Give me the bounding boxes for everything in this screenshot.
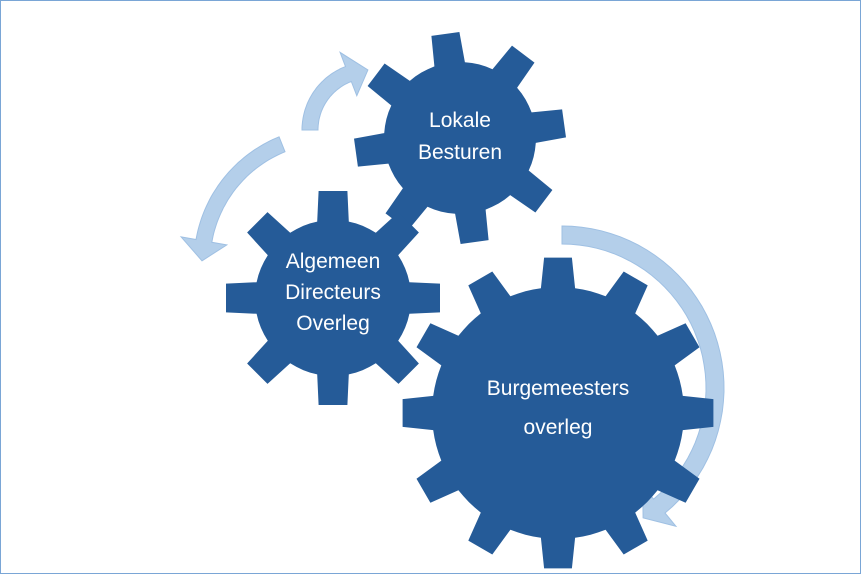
arrow-to-algemeen-directeurs-overleg-curved-arrow-icon — [179, 136, 286, 262]
gear-label-line: Algemeen — [286, 250, 381, 273]
gear-label-line: Overleg — [296, 312, 370, 335]
gear-burgemeesters-overleg: Burgemeesters overleg — [402, 257, 714, 569]
gear-icon — [226, 191, 440, 405]
gear-label-line: overleg — [524, 416, 593, 439]
gear-icon — [402, 257, 714, 569]
gear-icon — [354, 32, 566, 244]
arrow-to-lokale-besturen-curved-arrow-icon — [301, 51, 369, 131]
gear-label-burgemeesters-overleg: Burgemeesters overleg — [487, 377, 629, 439]
gear-label-line: Directeurs — [285, 281, 381, 304]
gear-label-line: Besturen — [418, 141, 502, 164]
gear-label-line: Lokale — [429, 109, 491, 132]
gear-label-line: Burgemeesters — [487, 377, 629, 400]
